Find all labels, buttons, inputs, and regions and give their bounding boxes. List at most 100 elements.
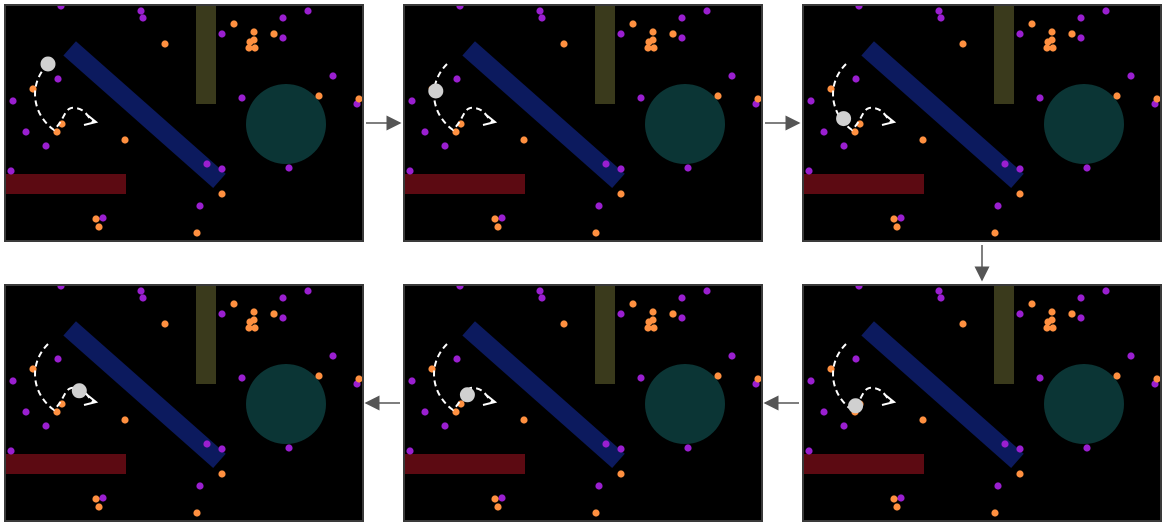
purple-dot [42,422,50,430]
purple-dot [1077,294,1085,302]
purple-dot [218,30,226,38]
orange-dot [991,229,999,237]
orange-dot [270,30,278,38]
purple-dot [57,286,65,290]
purple-dot [684,444,692,452]
purple-dot [304,287,312,295]
orange-dot [355,375,362,383]
purple-dot [602,160,610,168]
arrowhead-icon [881,393,897,406]
orange-dot [1016,470,1024,478]
purple-dot [617,30,625,38]
game-frame-4 [802,284,1162,522]
purple-dot [1001,440,1009,448]
orange-dot [629,20,637,28]
purple-dot [678,314,686,322]
purple-dot [805,167,813,175]
olive-wall [994,6,1014,104]
arrowhead-icon [881,113,897,126]
purple-dot [1102,7,1110,15]
purple-dot [137,287,145,295]
arrowhead-icon [83,113,99,126]
purple-dot [99,214,107,222]
orange-dot [1068,310,1076,318]
orange-dot [1043,44,1051,52]
purple-dot [617,310,625,318]
orange-dot [218,470,226,478]
orange-dot [560,40,568,48]
orange-dot [230,300,238,308]
game-frame-1 [4,4,364,242]
game-frame-5 [403,284,763,522]
purple-dot [637,374,645,382]
agent-ball-icon [40,56,56,72]
purple-dot [1077,14,1085,22]
orange-dot [1068,30,1076,38]
orange-dot [890,495,898,503]
purple-dot [994,482,1002,490]
olive-wall [994,286,1014,384]
purple-dot [703,7,711,15]
purple-dot [538,294,546,302]
game-frame-6 [4,284,364,522]
orange-dot [53,128,61,136]
purple-dot [238,94,246,102]
purple-dot [1036,374,1044,382]
blue-diagonal-wall [63,41,226,189]
purple-dot [538,14,546,22]
purple-dot [408,377,416,385]
purple-dot [1001,160,1009,168]
olive-wall [196,6,216,104]
orange-dot [650,324,658,332]
orange-dot [560,320,568,328]
teal-circle-obstacle [645,84,725,164]
game-frame-2 [403,4,763,242]
orange-dot [991,509,999,517]
purple-dot [238,374,246,382]
purple-dot [456,6,464,10]
olive-wall [595,286,615,384]
game-canvas [6,286,362,520]
purple-dot [329,352,337,360]
orange-dot [669,310,677,318]
orange-dot [644,324,652,332]
purple-dot [536,7,544,15]
orange-dot [629,300,637,308]
orange-dot [53,408,61,416]
orange-dot [1016,190,1024,198]
purple-dot [1036,94,1044,102]
orange-dot [649,36,657,44]
orange-dot [1113,92,1121,100]
purple-dot [1016,30,1024,38]
purple-dot [937,14,945,22]
purple-dot [279,14,287,22]
purple-dot [684,164,692,172]
purple-dot [728,352,736,360]
purple-dot [840,142,848,150]
purple-dot [9,377,17,385]
orange-dot [1048,36,1056,44]
orange-dot [649,316,657,324]
game-canvas [6,6,362,240]
agent-ball-icon [428,83,444,99]
blue-diagonal-wall [861,41,1024,189]
orange-dot [161,40,169,48]
purple-dot [855,6,863,10]
orange-dot [959,40,967,48]
purple-dot [852,75,860,83]
purple-dot [279,34,287,42]
orange-dot [1153,375,1160,383]
orange-dot [218,190,226,198]
purple-dot [7,167,15,175]
agent-ball-icon [848,398,864,414]
purple-dot [807,377,815,385]
purple-dot [54,75,62,83]
orange-dot [1049,44,1057,52]
purple-dot [9,97,17,105]
purple-dot [935,7,943,15]
orange-dot [714,372,722,380]
purple-dot [406,167,414,175]
purple-dot [617,445,625,453]
orange-dot [92,215,100,223]
orange-dot [714,92,722,100]
